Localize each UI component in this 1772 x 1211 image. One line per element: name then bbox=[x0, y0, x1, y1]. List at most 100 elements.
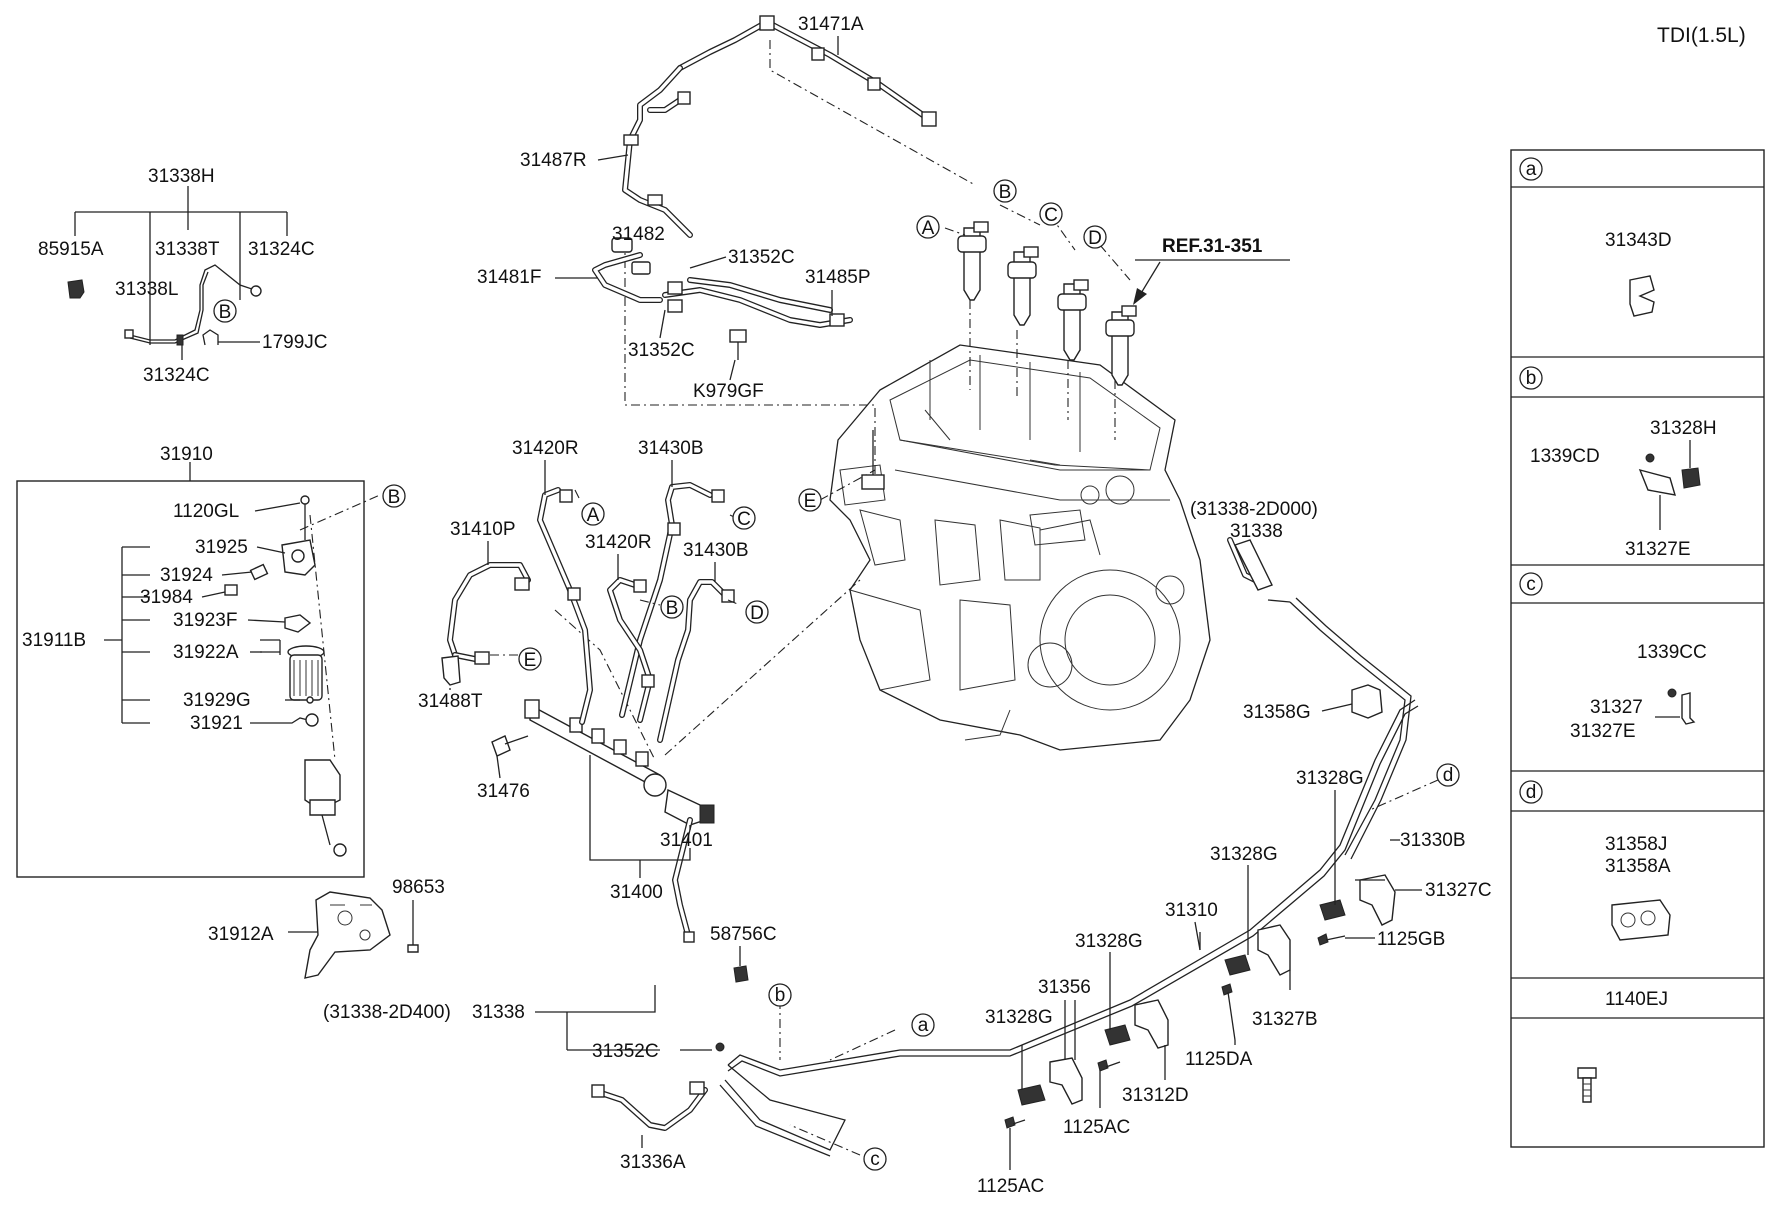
engine-block[interactable] bbox=[829, 344, 1211, 751]
hp-pipe-31430B-a[interactable] bbox=[619, 482, 725, 718]
feed-hose-31481F[interactable] bbox=[592, 237, 663, 303]
hose-31336A[interactable] bbox=[591, 1081, 708, 1131]
svg-text:b: b bbox=[1526, 368, 1537, 389]
panel-label-31327E-c: 31327E bbox=[1570, 721, 1636, 742]
label-31400: 31400 bbox=[610, 882, 663, 903]
bolt-1125DA[interactable] bbox=[1221, 983, 1236, 1041]
hose-31338-2D400[interactable] bbox=[672, 817, 695, 943]
svg-text:B: B bbox=[666, 598, 679, 619]
injector-3[interactable] bbox=[1057, 279, 1089, 361]
label-31328G-3: 31328G bbox=[1075, 931, 1143, 952]
clip-1799JC[interactable] bbox=[202, 329, 219, 346]
clip-31352C-bottom[interactable] bbox=[715, 1042, 725, 1052]
label-31921: 31921 bbox=[190, 713, 243, 734]
clip-31328G-2[interactable] bbox=[1224, 954, 1251, 976]
label-31929G: 31929G bbox=[183, 690, 251, 711]
return-hose-31487R[interactable] bbox=[622, 65, 693, 238]
hose-31338-2D000[interactable] bbox=[1227, 537, 1291, 603]
label-31312D: 31312D bbox=[1122, 1085, 1189, 1106]
label-31356: 31356 bbox=[1038, 977, 1091, 998]
clip-31328H[interactable] bbox=[1681, 467, 1701, 489]
hp-pipe-31420R-a[interactable] bbox=[537, 487, 593, 725]
label-85915A: 85915A bbox=[38, 239, 104, 260]
svg-text:c: c bbox=[1526, 574, 1536, 595]
label-31912A: 31912A bbox=[208, 924, 274, 945]
common-rail-31400[interactable] bbox=[524, 699, 667, 797]
hp-pipe-31410P[interactable] bbox=[447, 562, 531, 665]
injector-2[interactable] bbox=[1007, 246, 1039, 326]
bolt-98653[interactable] bbox=[407, 900, 419, 953]
label-31327C: 31327C bbox=[1425, 880, 1492, 901]
callout-b-line: b bbox=[768, 983, 792, 1007]
return-pipe-31471A[interactable] bbox=[677, 15, 937, 127]
svg-text:d: d bbox=[1526, 782, 1537, 803]
callout-E-pump: E bbox=[798, 488, 822, 512]
nut-1339CC[interactable] bbox=[1667, 688, 1677, 698]
connector-31358G[interactable] bbox=[1351, 684, 1383, 719]
bracket-31327[interactable] bbox=[1681, 692, 1696, 725]
bolt-1125AC-b[interactable] bbox=[1004, 1116, 1026, 1129]
injector-1[interactable] bbox=[957, 221, 989, 301]
label-31410P: 31410P bbox=[450, 519, 516, 540]
clip-31328G-1[interactable] bbox=[1319, 899, 1346, 921]
hp-pipe-31430B-b[interactable] bbox=[657, 579, 735, 743]
connector-85915A[interactable] bbox=[67, 279, 85, 299]
label-31420R-b: 31420R bbox=[585, 532, 652, 553]
panel-label-1339CC: 1339CC bbox=[1637, 642, 1707, 663]
label-31488T: 31488T bbox=[418, 691, 483, 712]
label-31324C-bottom: 31324C bbox=[143, 365, 210, 386]
callout-B-pipe: B bbox=[660, 595, 684, 619]
label-31338H: 31338H bbox=[148, 166, 215, 187]
label-31925: 31925 bbox=[195, 537, 248, 558]
bracket-31327C[interactable] bbox=[1359, 874, 1396, 926]
label-31910: 31910 bbox=[160, 444, 213, 465]
bolt-K979GF[interactable] bbox=[729, 329, 747, 360]
label-31923F: 31923F bbox=[173, 610, 237, 631]
bracket-31488T[interactable] bbox=[441, 655, 461, 686]
label-31485P: 31485P bbox=[805, 267, 871, 288]
pipe-31485P[interactable] bbox=[662, 277, 853, 328]
pressure-sensor-31401[interactable] bbox=[664, 788, 715, 826]
clip-31328G-3[interactable] bbox=[1104, 1024, 1131, 1046]
hp-pipe-31420R-b[interactable] bbox=[607, 577, 655, 723]
label-31922A: 31922A bbox=[173, 642, 239, 663]
callout-D-injector: D bbox=[1083, 225, 1107, 249]
nut-1339CD[interactable] bbox=[1645, 453, 1655, 463]
label-31338-2D400: (31338-2D400) bbox=[323, 1002, 451, 1023]
svg-text:a: a bbox=[1526, 159, 1537, 180]
label-98653: 98653 bbox=[392, 877, 445, 898]
label-31476: 31476 bbox=[477, 781, 530, 802]
clip-31343D[interactable] bbox=[1629, 275, 1655, 317]
fuel-pump-E[interactable] bbox=[861, 430, 885, 490]
clip-31358J[interactable] bbox=[1611, 899, 1671, 941]
fuel-line-31310[interactable] bbox=[719, 699, 1419, 1157]
panel-section-c: c 1339CC 31327 31327E bbox=[1519, 572, 1707, 742]
bolt-1140EJ[interactable] bbox=[1577, 1067, 1597, 1103]
fuel-filter-assembly-31911B[interactable] bbox=[104, 495, 347, 857]
panel-label-31327E-b: 31327E bbox=[1625, 539, 1691, 560]
label-31338-bottom-left: 31338 bbox=[472, 1002, 525, 1023]
svg-text:b: b bbox=[775, 985, 786, 1006]
harness-31338[interactable] bbox=[124, 264, 262, 346]
bracket-31327E-b[interactable] bbox=[1638, 468, 1676, 496]
clip-31328G-4[interactable] bbox=[1017, 1084, 1046, 1106]
panel-section-b: b 1339CD 31328H 31327E bbox=[1519, 366, 1717, 560]
label-K979GF: K979GF bbox=[693, 381, 764, 402]
injector-4[interactable] bbox=[1105, 305, 1137, 386]
fuel-line-31330B[interactable] bbox=[1289, 597, 1412, 860]
bolt-1125GB[interactable] bbox=[1317, 933, 1346, 946]
bracket-31356[interactable] bbox=[1049, 1057, 1083, 1105]
bracket-31312D[interactable] bbox=[1134, 999, 1169, 1049]
label-1125DA: 1125DA bbox=[1185, 1049, 1253, 1070]
bolt-1125AC-a[interactable] bbox=[1097, 1059, 1121, 1072]
label-31482: 31482 bbox=[612, 224, 665, 245]
bracket-31327B[interactable] bbox=[1257, 924, 1291, 976]
clip-58756C[interactable] bbox=[733, 965, 749, 983]
callout-B-filter: B bbox=[382, 484, 406, 508]
bolt-31476[interactable] bbox=[491, 735, 529, 757]
svg-text:C: C bbox=[737, 509, 751, 530]
side-panel bbox=[1510, 149, 1765, 1148]
svg-text:E: E bbox=[804, 491, 817, 512]
bracket-31912A[interactable] bbox=[304, 891, 391, 979]
